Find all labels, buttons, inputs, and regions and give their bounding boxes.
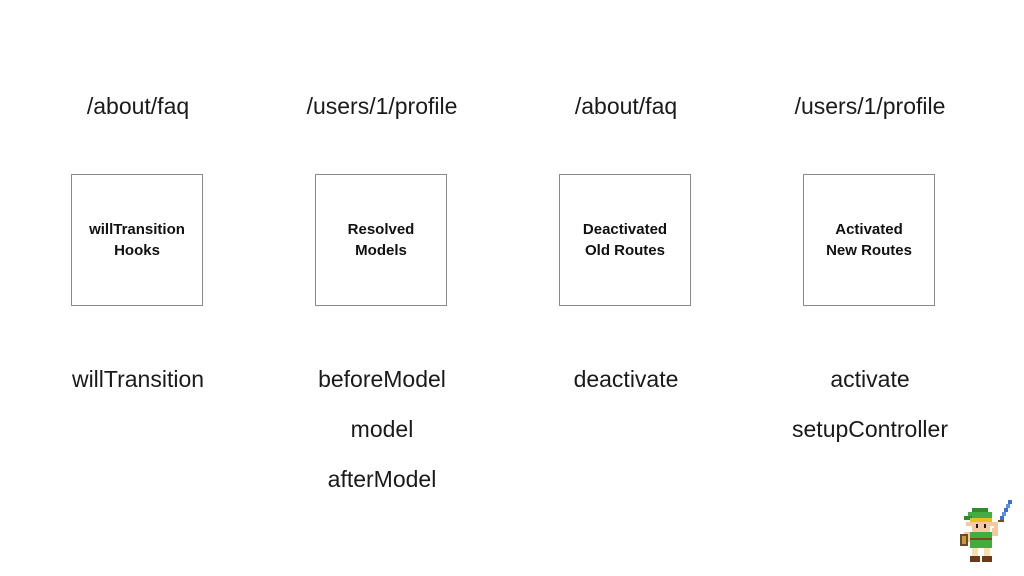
stage-box-title: Deactivated — [582, 221, 668, 238]
stage-box-subtitle: Old Routes — [584, 242, 665, 259]
hook-item: afterModel — [327, 466, 437, 492]
stage-box-title: Resolved — [347, 221, 415, 238]
hook-item: model — [350, 416, 414, 442]
hook-list: beforeModel model afterModel — [262, 354, 502, 504]
stage-box-resolved-models: Resolved Models — [315, 174, 447, 306]
hook-item: willTransition — [71, 366, 205, 392]
hook-item: beforeModel — [318, 366, 446, 392]
route-label: /users/1/profile — [306, 93, 458, 119]
stage-column-deactivated-old-routes: /about/faq Deactivated Old Routes deacti… — [506, 0, 746, 576]
link-sprite-icon — [960, 500, 1012, 562]
stage-column-activated-new-routes: /users/1/profile Activated New Routes ac… — [750, 0, 990, 576]
stage-column-resolved-models: /users/1/profile Resolved Models beforeM… — [262, 0, 502, 576]
hook-item: activate — [830, 366, 910, 392]
route-label: /about/faq — [574, 93, 678, 119]
stage-box-subtitle: Hooks — [114, 242, 160, 259]
stage-box-title: Activated — [835, 221, 903, 238]
hook-list: activate setupController — [750, 354, 990, 454]
stage-box-subtitle: New Routes — [826, 242, 912, 259]
hook-list: deactivate — [506, 354, 746, 404]
hook-list: willTransition — [18, 354, 258, 404]
hook-item: deactivate — [573, 366, 679, 392]
hook-item: setupController — [792, 416, 948, 442]
stage-column-will-transition: /about/faq willTransition Hooks willTran… — [18, 0, 258, 576]
stage-box-subtitle: Models — [355, 242, 407, 259]
stage-box-deactivated-old-routes: Deactivated Old Routes — [559, 174, 691, 306]
stage-box-activated-new-routes: Activated New Routes — [803, 174, 935, 306]
stage-box-title: willTransition — [89, 221, 185, 238]
route-label: /users/1/profile — [794, 93, 946, 119]
stage-box-will-transition: willTransition Hooks — [71, 174, 203, 306]
route-label: /about/faq — [86, 93, 190, 119]
